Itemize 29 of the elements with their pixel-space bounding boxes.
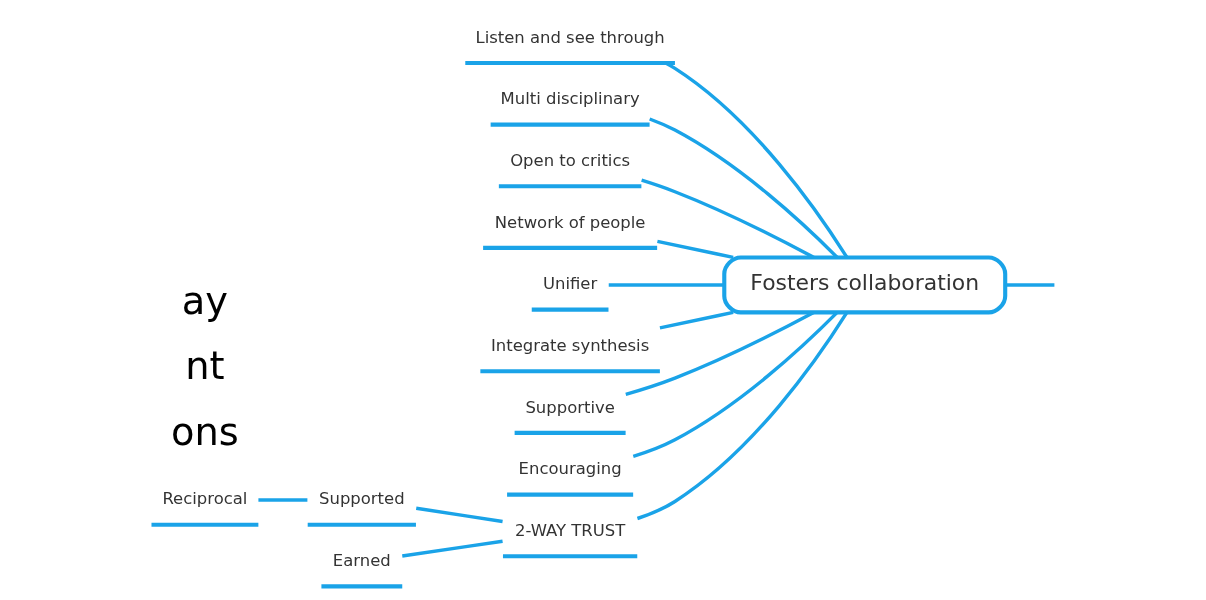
node-text: Integrate synthesis [490,335,649,355]
connector [636,311,848,521]
connector [415,506,503,524]
connector [664,61,848,259]
connector [608,283,724,287]
connector [648,117,838,259]
node-text: Listen and see through [474,27,665,47]
node-text: Open to critics [509,150,630,170]
node-text: Encouraging [518,459,622,479]
node-text: Earned [332,550,391,570]
node-box: Fosters collaboration [721,255,1007,315]
connector [659,310,734,330]
connector [1004,283,1054,287]
label: ay [181,277,228,323]
connector [401,539,503,558]
connector [257,498,307,502]
node-text: Supportive [524,397,615,417]
connector [624,311,814,396]
label: nt [184,343,225,389]
node-text: Multi disciplinary [500,89,640,109]
connector [632,311,838,458]
node-text: Unifier [542,274,597,294]
node-text: Network of people [494,212,645,232]
node-text: Reciprocal [161,489,247,509]
connector [640,178,814,259]
node-text: Supported [318,489,405,509]
connector [656,239,734,260]
node-text: 2-WAY TRUST [514,520,625,540]
label: ons [170,409,239,455]
